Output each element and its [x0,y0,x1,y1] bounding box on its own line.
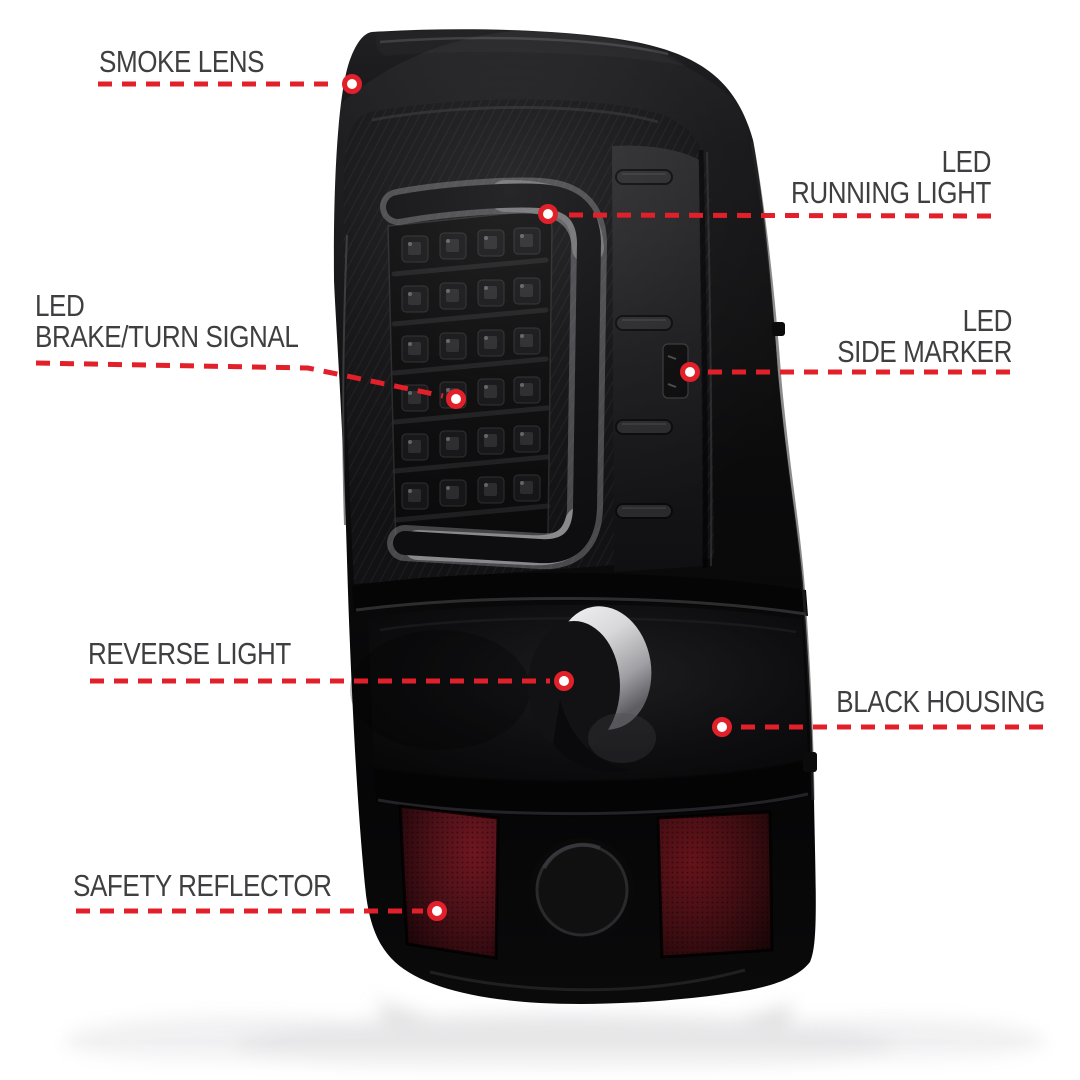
mounting-tab-upper [772,322,785,336]
callout-led-brake-turn-signal-dot [446,389,466,409]
callout-safety-reflector-label: SAFETY REFLECTOR [73,870,381,901]
callout-reverse-light-label: REVERSE LIGHT [88,638,330,669]
mid-separator [352,572,808,616]
lower-separator [374,760,810,817]
reverse-bulb-reflection [528,606,656,772]
callout-smoke-lens-label-line: SMOKE LENS [99,44,265,79]
callout-smoke-lens-dot [342,74,362,94]
callout-led-running-light-leader-line [561,212,992,219]
callout-black-housing-label-line: BLACK HOUSING [836,684,1045,719]
callout-led-running-light-label-line: RUNNING LIGHT [791,175,991,210]
callout-smoke-lens-label: SMOKE LENS [99,46,296,77]
edge-details [342,141,817,992]
led-cells [401,227,541,510]
callout-safety-reflector-label-line: SAFETY REFLECTOR [73,868,332,903]
callout-black-housing-dot [712,717,732,737]
side-marker-panel [612,145,713,572]
callout-led-side-marker-label-line: SIDE MARKER [837,334,1012,369]
callout-led-side-marker-label-line: LED [962,303,1013,338]
safety-reflector-right [656,810,774,959]
callout-reverse-light-dot [554,671,574,691]
top-mounting-flange [376,30,686,66]
callout-black-housing-label: BLACK HOUSING [797,686,1045,717]
mounting-tab-lower [803,752,817,772]
callout-led-running-light-label-line: LED [941,144,992,179]
reverse-light-lens [350,604,808,781]
callout-reverse-light-label-line: REVERSE LIGHT [88,636,291,671]
lens-sheen [250,30,830,570]
floor-reflection [65,1000,1045,1080]
callout-led-running-light-dot [538,204,558,224]
smoke-lens-body [333,29,816,1004]
side-marker-reflector [662,343,689,399]
callout-safety-reflector-dot [427,901,447,921]
callout-led-brake-turn-signal-label-line: LED [35,288,85,323]
reflection-fade [0,1042,1080,1080]
led-row-dividers [391,257,551,523]
light-bar-tube [380,177,608,570]
side-marker-ribs [615,169,673,519]
upper-lens-recess [343,99,714,584]
safety-reflector-left [398,804,500,960]
callout-led-brake-turn-signal-leader-line [35,360,444,399]
callout-led-side-marker-dot [680,362,700,382]
callout-led-brake-turn-signal-label-line: BRAKE/TURN SIGNAL [35,319,299,354]
led-panel [387,210,553,553]
center-bulb-cap [530,838,634,942]
